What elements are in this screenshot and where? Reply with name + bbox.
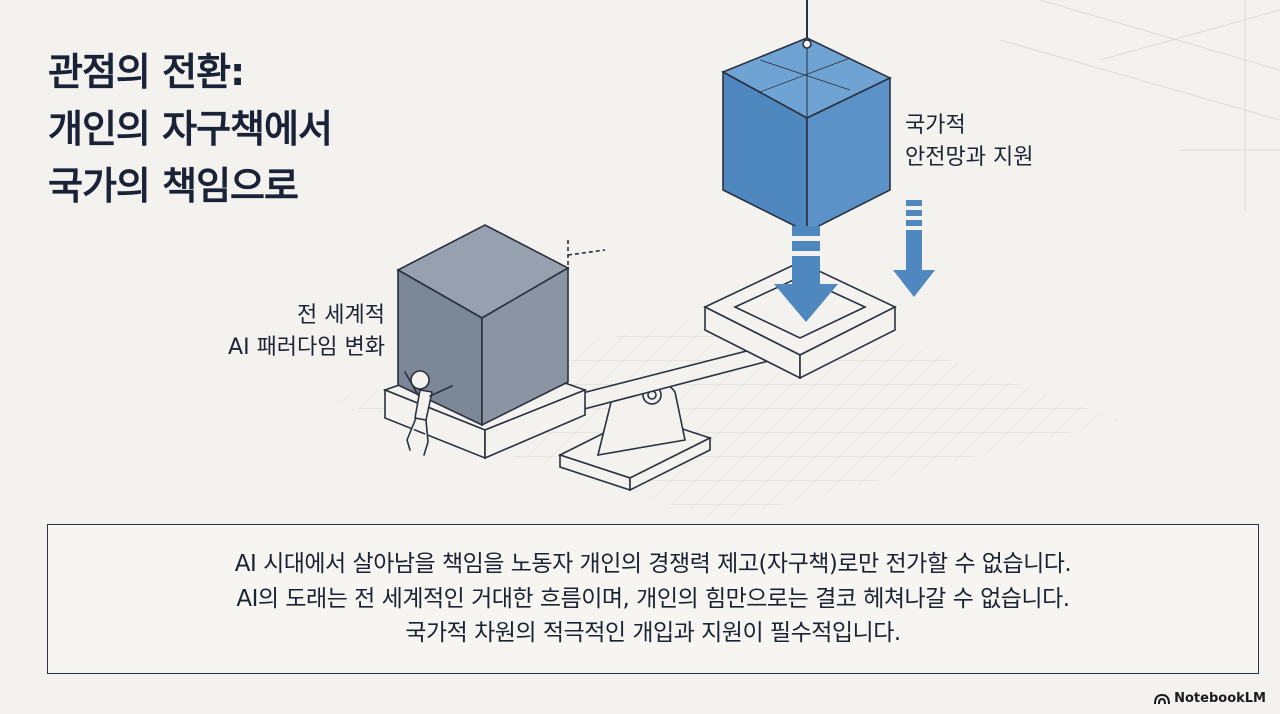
- down-arrow-large-icon: [774, 226, 838, 322]
- blue-cube: [721, 37, 892, 234]
- label-right-line-1: 국가적: [905, 113, 966, 138]
- label-right-line-2: 안전망과 지원: [905, 144, 1034, 170]
- label-national-safety-net: 국가적 안전망과 지원: [905, 110, 1033, 174]
- title-line-3: 국가의 책임으로: [48, 164, 299, 208]
- brand-watermark: NotebookLM: [1154, 691, 1266, 706]
- title-line-2: 개인의 자구책에서: [48, 107, 333, 151]
- label-left-line-2: AI 패러다임 변화: [228, 334, 385, 360]
- floor-grid: [330, 0, 1280, 520]
- caption-line-2: AI의 도래는 전 세계적인 거대한 흐름이며, 개인의 힘만으로는 결코 헤쳐…: [236, 585, 1070, 612]
- label-left-line-1: 전 세계적: [297, 303, 385, 328]
- caption-box: AI 시대에서 살아남을 책임을 노동자 개인의 경쟁력 제고(자구책)로만 전…: [47, 524, 1259, 674]
- page-title: 관점의 전환: 개인의 자구책에서 국가의 책임으로: [48, 44, 333, 215]
- caption-line-1: AI 시대에서 살아남을 책임을 노동자 개인의 경쟁력 제고(자구책)로만 전…: [234, 551, 1072, 578]
- brand-name: NotebookLM: [1174, 691, 1266, 706]
- title-line-1: 관점의 전환:: [48, 50, 245, 94]
- notebooklm-logo-icon: [1154, 693, 1171, 704]
- down-arrow-small-icon: [893, 200, 935, 297]
- person-figure: [404, 370, 453, 456]
- caption-line-3: 국가적 차원의 적극적인 개입과 지원이 필수적입니다.: [405, 620, 901, 647]
- label-global-ai-change: 전 세계적 AI 패러다임 변화: [228, 300, 385, 364]
